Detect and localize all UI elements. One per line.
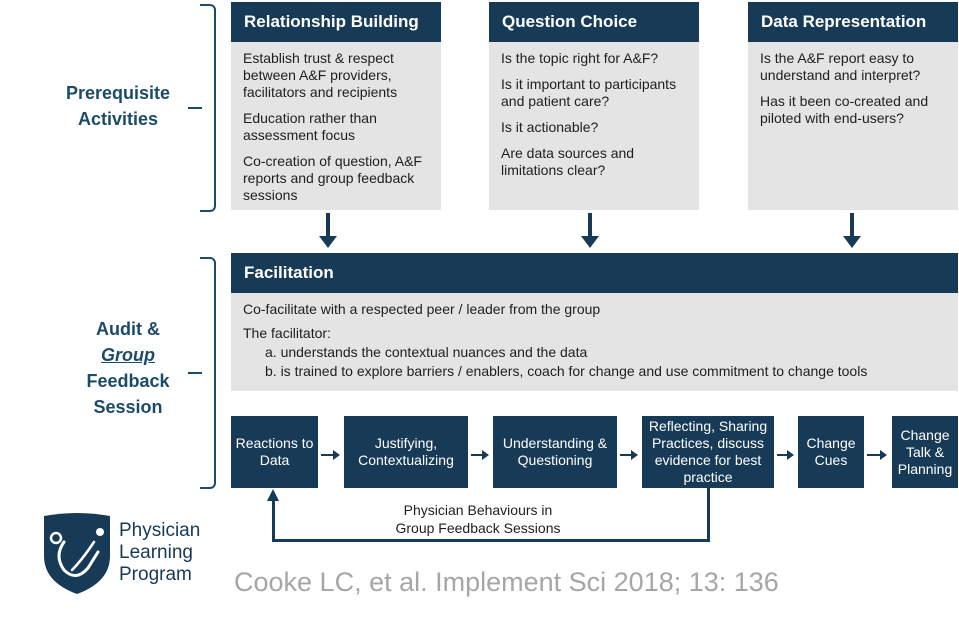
question-item-1: Is the topic right for A&F?: [501, 50, 659, 66]
step-reactions-to-data: Reactions to Data: [231, 416, 318, 488]
audit-label-line3: Feedback: [86, 371, 170, 391]
down-arrow-3-icon: [843, 236, 861, 248]
data-representation-body: Is the A&F report easy to understand and…: [748, 42, 958, 210]
step-change-talk-planning: Change Talk & Planning: [892, 416, 958, 488]
down-arrow-1-shaft: [326, 213, 330, 237]
logo-text-line3: Program: [119, 564, 192, 585]
facilitation-item-a: a. understands the contextual nuances an…: [265, 344, 588, 360]
facilitation-body: Co-facilitate with a respected peer / le…: [231, 293, 958, 391]
logo-text-line2: Learning: [119, 542, 193, 563]
loop-line-bottom: [272, 539, 710, 542]
step-understanding: Understanding & Questioning: [493, 416, 617, 488]
relationship-item-3: Co-creation of question, A&F reports and…: [243, 153, 422, 203]
relationship-item-2: Education rather than assessment focus: [243, 110, 377, 143]
audit-label-line2: Group: [101, 345, 155, 365]
data-item-2: Has it been co-created and piloted with …: [760, 93, 929, 126]
logo-text-line1: Physician: [119, 520, 201, 541]
step-arrow-3: [620, 450, 638, 460]
prereq-label-line2: Activities: [77, 109, 159, 129]
step-arrow-2: [471, 450, 489, 460]
relationship-building-body: Establish trust & respect between A&F pr…: [231, 42, 441, 210]
prerequisite-activities-label: Prerequisite Activities: [48, 80, 188, 132]
facilitation-line-2: The facilitator:: [243, 325, 331, 341]
down-arrow-2-icon: [581, 236, 599, 248]
facilitation-item-b: b. is trained to explore barriers / enab…: [265, 363, 868, 379]
question-item-3: Is it actionable?: [501, 119, 599, 135]
audit-label-line1: Audit &: [96, 319, 160, 339]
down-arrow-1-icon: [319, 236, 337, 248]
step-arrow-5: [867, 450, 887, 460]
question-item-2: Is it important to participants and pati…: [501, 76, 677, 109]
audit-bracket-tip: [188, 372, 202, 374]
relationship-building-header: Relationship Building: [231, 2, 441, 42]
prereq-bracket: [200, 4, 216, 212]
citation: Cooke LC, et al. Implement Sci 2018; 13:…: [234, 567, 779, 597]
audit-group-feedback-label: Audit & Group Feedback Session: [58, 316, 198, 420]
physician-learning-program-logo: [42, 512, 112, 596]
loop-label-line1: Physician Behaviours in: [403, 502, 553, 518]
data-representation-header: Data Representation: [748, 2, 958, 42]
loop-label-line2: Group Feedback Sessions: [395, 520, 561, 536]
question-choice-header: Question Choice: [489, 2, 699, 42]
logo-text: Physician Learning Program: [119, 520, 200, 586]
facilitation-line-1: Co-facilitate with a respected peer / le…: [243, 301, 601, 317]
step-change-cues: Change Cues: [798, 416, 864, 488]
prereq-label-line1: Prerequisite: [65, 83, 171, 103]
step-reflecting: Reflecting, Sharing Practices, discuss e…: [642, 416, 774, 488]
step-arrow-1: [321, 450, 340, 460]
facilitation-header: Facilitation: [231, 253, 958, 293]
down-arrow-2-shaft: [588, 213, 592, 237]
loop-line-down: [707, 488, 710, 542]
prereq-bracket-tip: [188, 107, 202, 109]
loop-up-arrow-icon: [267, 489, 279, 501]
step-arrow-4: [777, 450, 794, 460]
question-choice-body: Is the topic right for A&F? Is it import…: [489, 42, 699, 210]
relationship-item-1: Establish trust & respect between A&F pr…: [243, 50, 398, 100]
audit-label-line4: Session: [93, 397, 163, 417]
question-item-4: Are data sources and limitations clear?: [501, 145, 635, 178]
audit-bracket: [200, 257, 216, 489]
loop-line-up: [272, 500, 275, 542]
loop-label: Physician Behaviours in Group Feedback S…: [360, 501, 596, 537]
down-arrow-3-shaft: [850, 213, 854, 237]
data-item-1: Is the A&F report easy to understand and…: [760, 50, 921, 83]
step-justifying: Justifying, Contextualizing: [344, 416, 468, 488]
stethoscope-shield-icon: [44, 513, 110, 594]
